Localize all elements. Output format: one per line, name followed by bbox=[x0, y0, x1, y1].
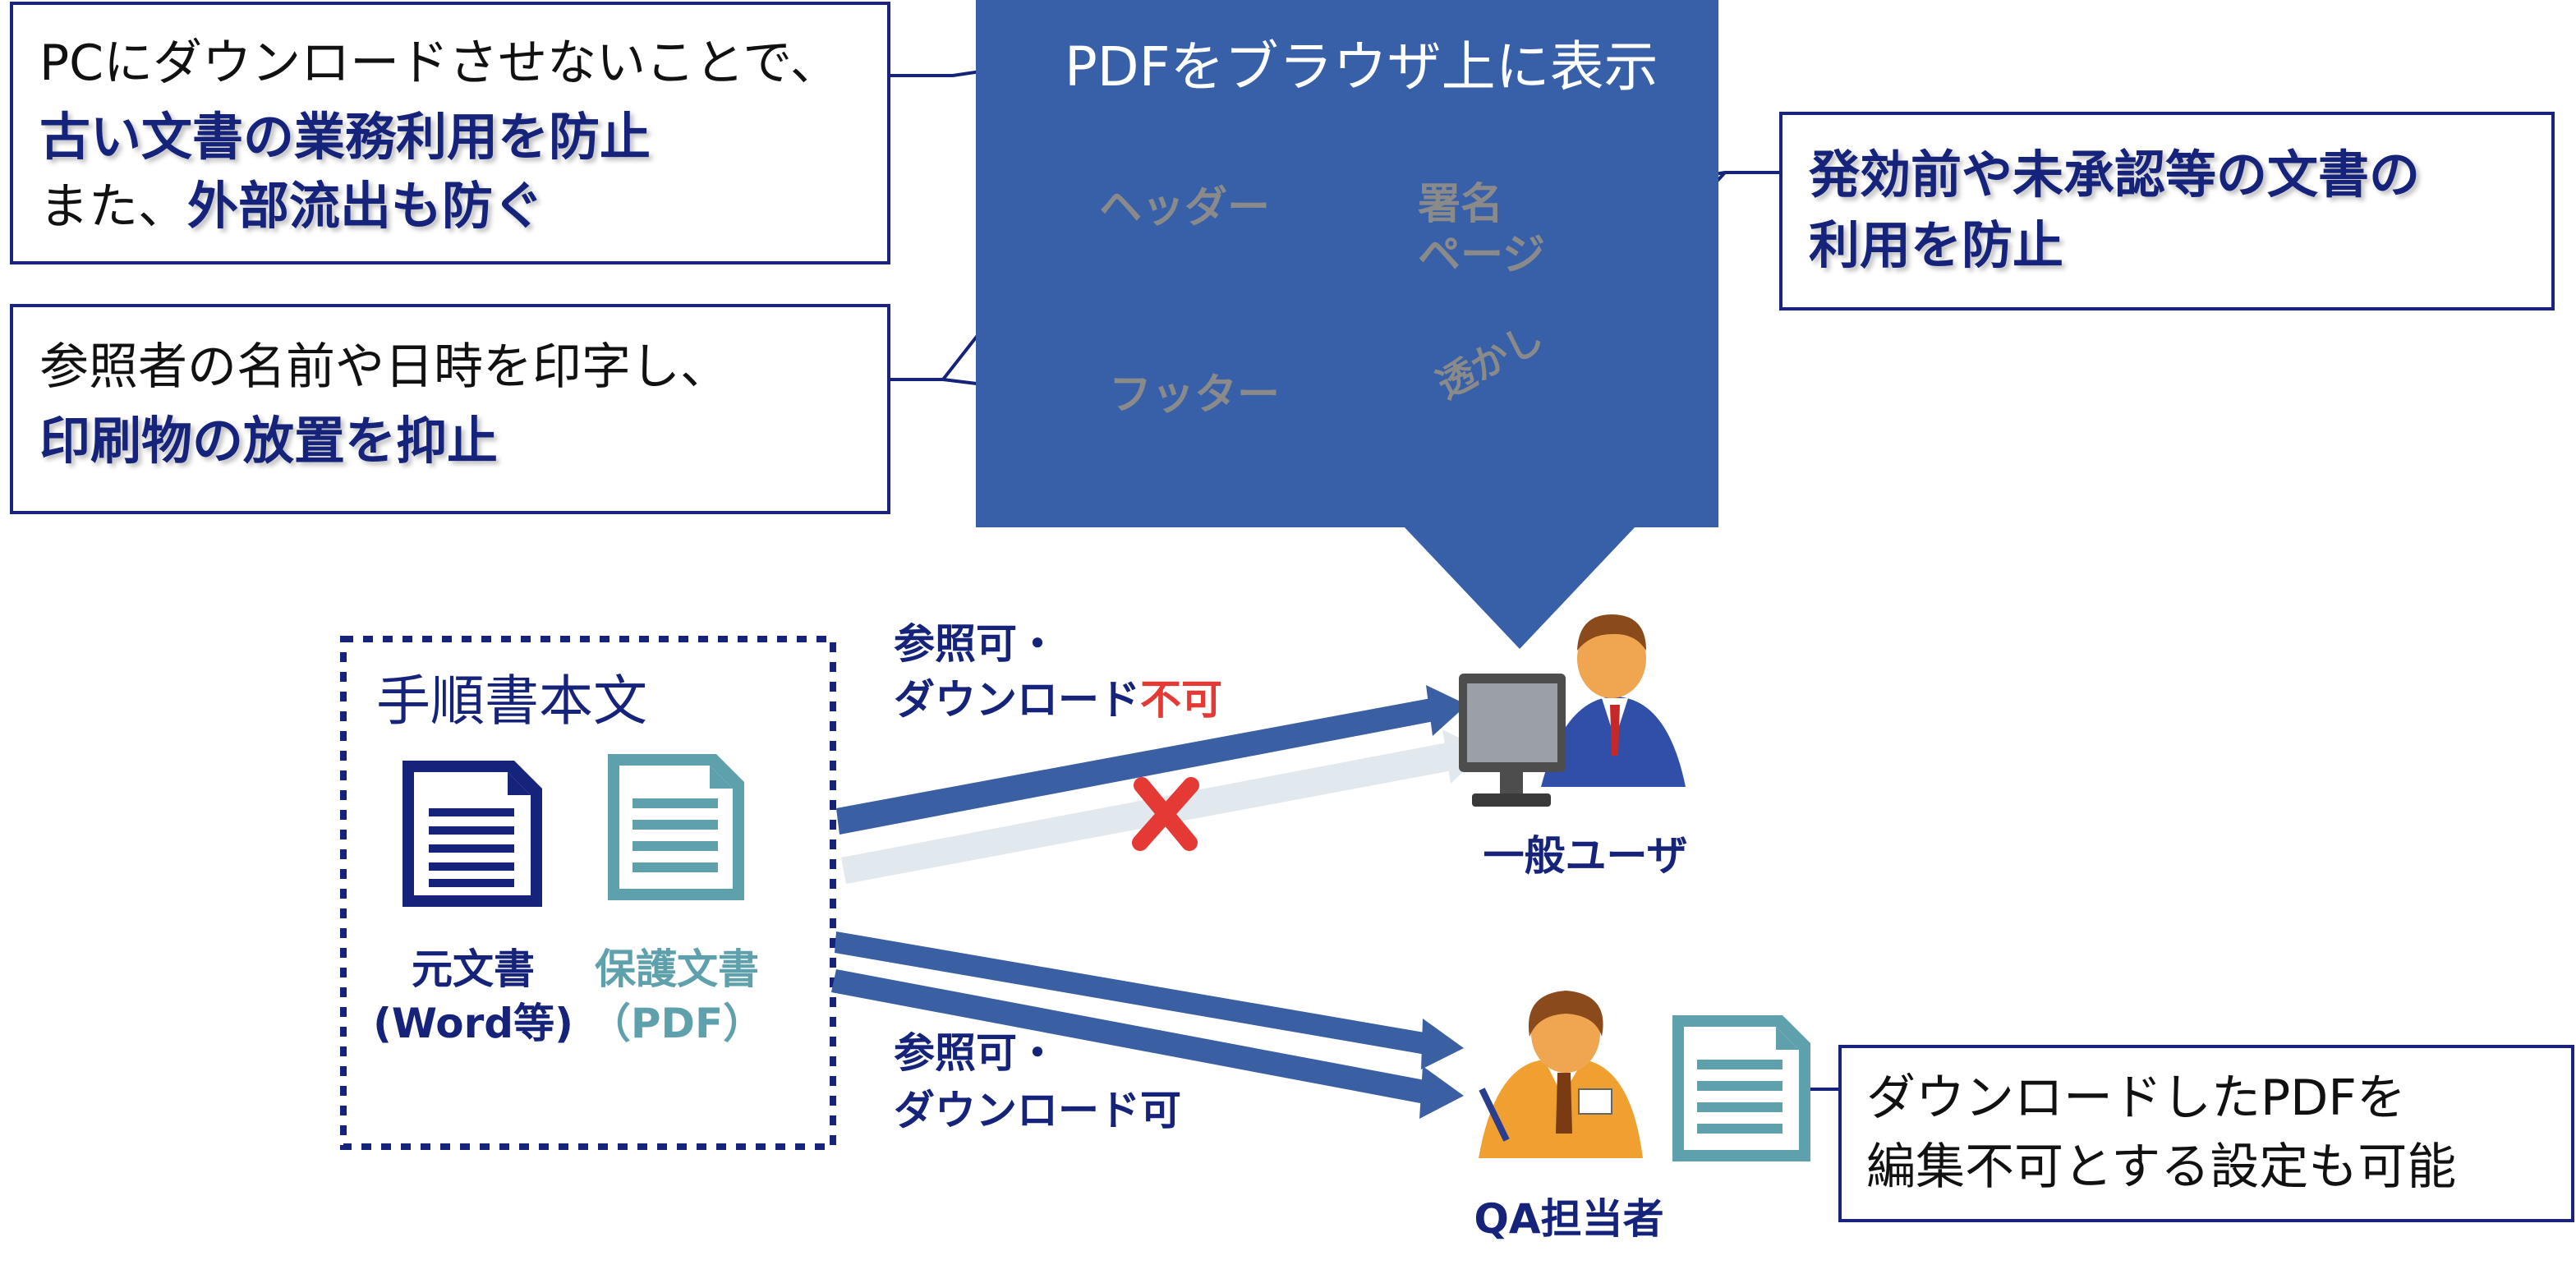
callout-print-line2: 印刷物の放置を抑止 bbox=[39, 411, 499, 471]
callout-print-line1: 参照者の名前や日時を印字し、 bbox=[39, 338, 729, 396]
panel-pointer bbox=[1403, 526, 1636, 649]
callout-watermark-line1: 発効前や未承認等の文書の bbox=[1809, 145, 2421, 205]
arrow-view-to-qa-user bbox=[835, 931, 1464, 1069]
flow-qa-line1: 参照可・ bbox=[894, 1029, 1058, 1077]
arrow-view-to-general-user bbox=[836, 685, 1467, 835]
browser-display-panel bbox=[976, 0, 1718, 527]
callout-download-line3-bold: 外部流出も防ぐ bbox=[187, 176, 545, 236]
header-label: ヘッダー bbox=[1099, 183, 1271, 232]
callout-edit-line1: ダウンロードしたPDFを bbox=[1866, 1069, 2406, 1127]
qa-user-label: QA担当者 bbox=[1474, 1195, 1664, 1243]
callout-watermark-line2: 利用を防止 bbox=[1809, 215, 2064, 275]
word-document-icon bbox=[402, 761, 542, 907]
flow-user-line1: 参照可・ bbox=[894, 620, 1058, 668]
callout-print-deterrence: 参照者の名前や日時を印字し、 印刷物の放置を抑止 bbox=[10, 304, 890, 514]
footer-label: フッター bbox=[1109, 370, 1281, 420]
panel-title: PDFをブラウザ上に表示 bbox=[1065, 35, 1658, 99]
source-box-title: 手順書本文 bbox=[376, 669, 647, 733]
qa-user-icon bbox=[1479, 991, 1643, 1158]
source-box-border bbox=[340, 636, 836, 1150]
callout-download-line2: 古い文書の業務利用を防止 bbox=[39, 107, 651, 167]
downloaded-pdf-icon bbox=[1672, 1015, 1810, 1161]
callout-download-line3-prefix: また、 bbox=[39, 178, 187, 236]
callout-edit-restriction: ダウンロードしたPDFを 編集不可とする設定も可能 bbox=[1838, 1045, 2574, 1222]
flow-user-line2-prefix: ダウンロード bbox=[894, 676, 1140, 724]
arrow-download-to-qa-user bbox=[831, 969, 1464, 1119]
original-doc-label-line2: (Word等) bbox=[373, 1000, 573, 1047]
flow-user-line2: ダウンロード不可 bbox=[894, 674, 1222, 726]
callout-edit-line2: 編集不可とする設定も可能 bbox=[1866, 1138, 2457, 1196]
protected-doc-label-line2: （PDF） bbox=[589, 1000, 765, 1047]
general-user-icon bbox=[1459, 614, 1686, 807]
signature-label-line1: 署名 bbox=[1418, 180, 1504, 229]
pdf-document-icon bbox=[608, 754, 744, 900]
callout-watermark: 発効前や未承認等の文書の 利用を防止 bbox=[1779, 112, 2555, 310]
red-x-blocked-icon bbox=[1132, 777, 1199, 851]
callout-download-prevention: PCにダウンロードさせないことで、 古い文書の業務利用を防止 また、外部流出も防… bbox=[10, 2, 890, 264]
original-doc-label-line1: 元文書 bbox=[412, 945, 535, 993]
general-user-label: 一般ユーザ bbox=[1483, 832, 1688, 880]
protected-doc-label-line1: 保護文書 bbox=[595, 945, 759, 993]
callout-download-line3: また、外部流出も防ぐ bbox=[39, 174, 544, 239]
flow-user-line2-red: 不可 bbox=[1140, 676, 1222, 724]
flow-qa-line2: ダウンロード可 bbox=[894, 1087, 1181, 1134]
signature-label-line2: ページ bbox=[1418, 231, 1545, 280]
callout-download-line1: PCにダウンロードさせないことで、 bbox=[39, 34, 840, 92]
